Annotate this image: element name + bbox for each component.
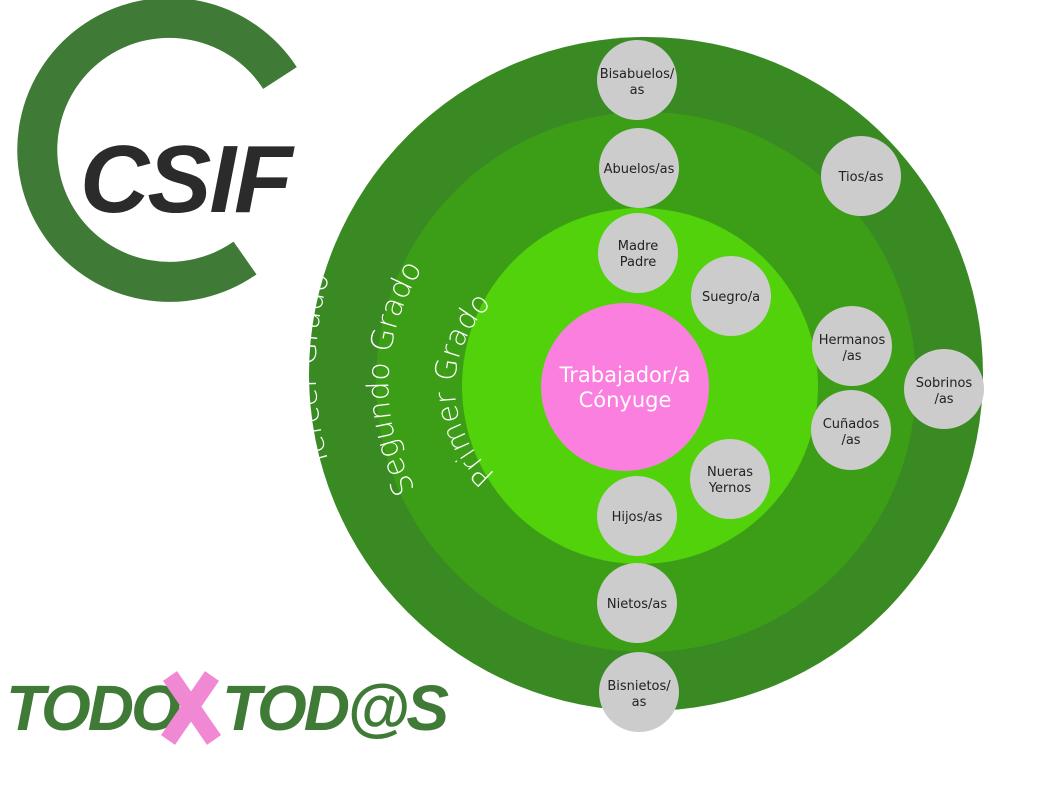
- node-bisabuelos-line2: as: [630, 83, 645, 98]
- node-nietos-line1: Nietos/as: [607, 597, 668, 612]
- node-nueras-line2: Yernos: [708, 481, 752, 496]
- slogan-todo: TODO: [6, 672, 180, 744]
- node-bisnietos: Bisnietos/ as: [599, 652, 679, 732]
- center-label-worker: Trabajador/a: [559, 363, 691, 387]
- node-abuelos: Abuelos/as: [599, 128, 679, 208]
- slogan-todos: TOD@S: [222, 672, 449, 744]
- node-nueras-line1: Nueras: [707, 465, 753, 480]
- node-hijos-line1: Hijos/as: [612, 510, 663, 525]
- node-padres: Madre Padre: [598, 213, 678, 293]
- node-padres-line1: Madre: [618, 239, 659, 254]
- node-sobrinos-line2: /as: [934, 392, 953, 407]
- node-sobrinos-line1: Sobrinos: [916, 376, 973, 391]
- node-tios: Tios/as: [821, 136, 901, 216]
- csif-logo: CSIF: [17, 0, 297, 302]
- node-padres-line2: Padre: [620, 255, 657, 270]
- node-bisabuelos: Bisabuelos/ as: [597, 40, 677, 120]
- node-nueras: Nueras Yernos: [690, 439, 770, 519]
- csif-logo-arc: [17, 0, 297, 302]
- node-cunados-line1: Cuñados: [823, 417, 880, 432]
- node-nietos: Nietos/as: [597, 563, 677, 643]
- node-hermanos-line2: /as: [842, 349, 861, 364]
- node-cunados: Cuñados /as: [811, 390, 891, 470]
- node-hermanos-line1: Hermanos: [819, 333, 886, 348]
- node-bisnietos-line1: Bisnietos/: [607, 679, 671, 694]
- node-cunados-line2: /as: [841, 433, 860, 448]
- node-suegros: Suegro/a: [691, 256, 771, 336]
- node-bisnietos-line2: as: [632, 695, 647, 710]
- node-suegros-line1: Suegro/a: [702, 290, 760, 305]
- node-hijos: Hijos/as: [597, 476, 677, 556]
- csif-logo-text: CSIF: [80, 126, 295, 233]
- node-sobrinos: Sobrinos /as: [904, 349, 984, 429]
- node-abuelos-line1: Abuelos/as: [604, 162, 675, 177]
- center-node: Trabajador/a Cónyuge: [541, 303, 709, 471]
- node-hermanos: Hermanos /as: [812, 306, 892, 386]
- center-label-spouse: Cónyuge: [579, 388, 672, 412]
- todoxtodos-logo: TODO TOD@S: [6, 671, 452, 745]
- node-bisabuelos-line1: Bisabuelos/: [600, 67, 675, 82]
- pink-cross-icon: [160, 671, 222, 745]
- node-tios-line1: Tios/as: [838, 170, 884, 185]
